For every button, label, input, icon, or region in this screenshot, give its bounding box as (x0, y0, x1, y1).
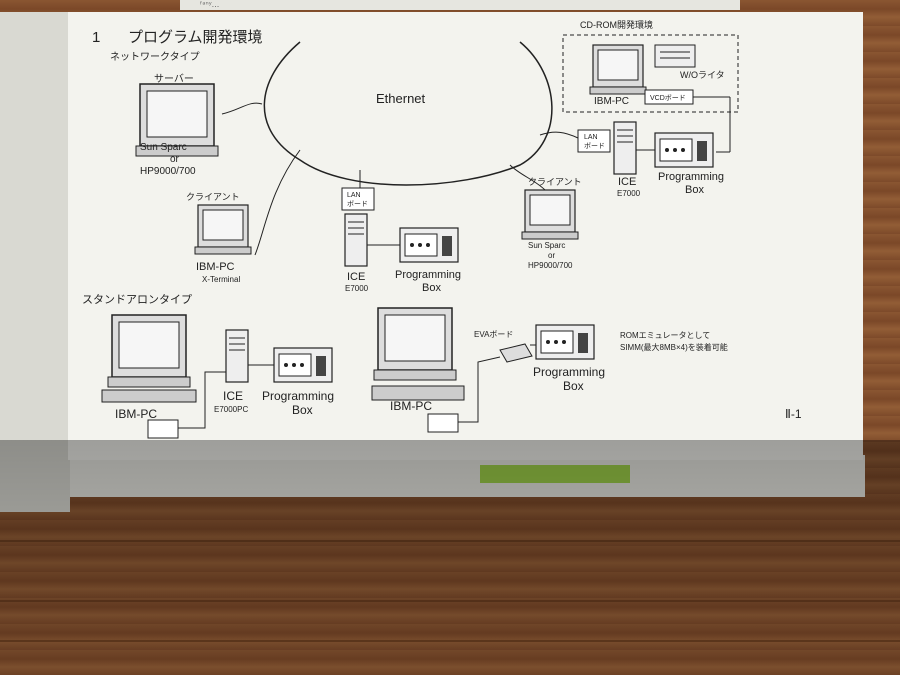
lan-board-right (577, 129, 611, 153)
box-right-line1: Programming (658, 171, 724, 183)
progbox-standalone-right-icon (535, 324, 595, 360)
standalone-left-mouse (147, 419, 179, 439)
client-right-monitor-icon (521, 189, 579, 240)
writer-icon (654, 44, 696, 68)
lan-right-line2: ボード (584, 142, 605, 150)
standalone-right-keyboard (371, 385, 465, 401)
eva-board-icon (499, 343, 533, 363)
eva-label: EVAボード (474, 330, 513, 339)
ice-center-model: E7000 (345, 284, 369, 293)
page-left-curl (0, 12, 70, 512)
network-type-heading: ネットワークタイプ (110, 51, 200, 63)
lan-right-line1: LAN (584, 134, 598, 141)
page-number: Ⅱ-1 (785, 407, 802, 421)
standalone-pc-left: IBM-PC (115, 407, 157, 421)
server-line3: HP9000/700 (140, 166, 196, 177)
box-center-line1: Programming (395, 269, 461, 281)
rom-note-line1: ROMエミュレータとして (620, 331, 710, 340)
progbox-standalone-left-icon (273, 347, 333, 383)
server-heading: サーバー (154, 73, 194, 85)
ice-standalone-tower-icon (225, 329, 249, 383)
standalone-box-right-line2: Box (563, 379, 584, 393)
standalone-right-mouse (427, 413, 459, 433)
standalone-box-right-line1: Programming (533, 365, 605, 379)
progbox-center-icon (399, 227, 459, 263)
standalone-left-keyboard (101, 389, 197, 403)
box-center-line2: Box (422, 282, 441, 294)
section-number: 1 (92, 29, 100, 46)
client-left-name: IBM-PC (196, 261, 235, 273)
previous-page-sliver: ᶠᵃⁿʸ... (180, 0, 740, 10)
cdrom-pc-label: IBM-PC (594, 96, 629, 107)
client-right-line3: HP9000/700 (528, 261, 573, 270)
cdrom-pc-monitor-icon (589, 44, 647, 95)
standalone-ice-model: E7000PC (214, 405, 248, 414)
book-stack (30, 455, 865, 497)
server-line1: Sun Sparc (140, 142, 187, 153)
standalone-heading: スタンドアロンタイプ (82, 293, 192, 306)
client-left-heading: クライアント (186, 192, 240, 202)
ice-right-model: E7000 (617, 189, 641, 198)
vcd-label: VCDボード (650, 94, 686, 102)
ethernet-label: Ethernet (376, 91, 426, 106)
standalone-ice-name: ICE (223, 389, 243, 403)
standalone-box-left-line1: Programming (262, 389, 334, 403)
server-line2: or (170, 154, 180, 165)
ethernet-cloud (263, 41, 553, 186)
writer-label: W/Oライタ (680, 70, 725, 80)
client-right-line2: or (548, 251, 555, 260)
ice-right-tower-icon (613, 121, 637, 175)
hand-shadow (0, 440, 900, 675)
green-book-edge (480, 465, 630, 483)
standalone-pc-right: IBM-PC (390, 399, 432, 413)
lan-center-line1: LAN (347, 192, 361, 199)
progbox-right-icon (654, 132, 714, 168)
cdrom-dashed-box (562, 34, 739, 113)
ice-right-name: ICE (618, 176, 636, 188)
client-right-line1: Sun Sparc (528, 241, 565, 250)
lan-center-line2: ボード (347, 200, 368, 208)
box-right-line2: Box (685, 184, 704, 196)
client-left-monitor-icon (194, 204, 252, 255)
lan-board-center (341, 187, 375, 211)
standalone-box-left-line2: Box (292, 403, 313, 417)
cdrom-heading: CD-ROM開発環境 (580, 19, 653, 30)
ice-center-name: ICE (347, 271, 365, 283)
client-right-heading: クライアント (528, 177, 582, 187)
page-title: プログラム開発環境 (128, 28, 263, 46)
ice-center-tower-icon (344, 213, 368, 267)
rom-note-line2: SIMM(最大8MB×4)を装着可能 (620, 342, 728, 352)
standalone-right-monitor-icon (373, 307, 457, 381)
client-left-sub: X-Terminal (202, 275, 240, 284)
standalone-left-monitor-icon (107, 314, 191, 388)
